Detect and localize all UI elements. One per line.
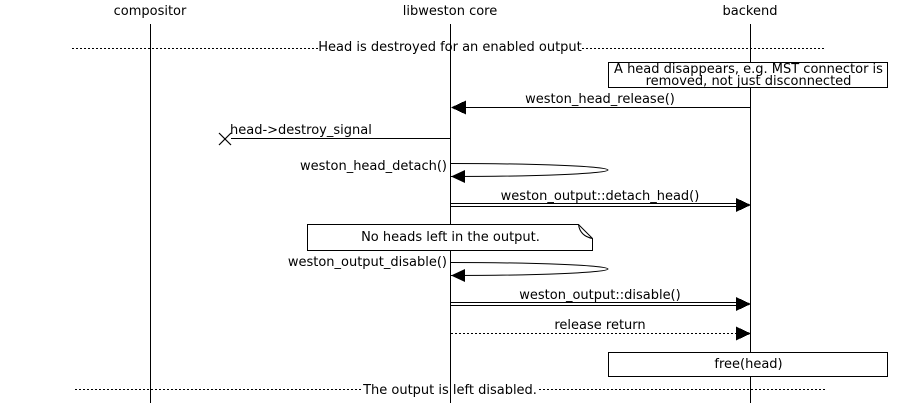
arrowhead-right	[736, 198, 751, 212]
participant-backend: backend	[722, 4, 778, 19]
note-no-heads-left	[307, 224, 593, 251]
divider-bottom-label: The output is left disabled.	[363, 383, 537, 398]
lost-x-icon	[218, 132, 232, 146]
message-label-weston-output-detach-head: weston_output::detach_head()	[500, 189, 700, 204]
arrowhead-right	[736, 297, 751, 311]
arrow-weston-head-release	[451, 100, 750, 115]
arrowhead-right	[736, 326, 751, 341]
message-label-weston-head-detach: weston_head_detach()	[300, 159, 447, 174]
divider-lines	[72, 48, 826, 390]
arrow-weston-output-disable	[451, 297, 751, 311]
arrowhead-left	[451, 269, 465, 282]
note-line: No heads left in the output.	[361, 229, 540, 245]
arrow-release-return	[451, 326, 751, 341]
box-free-head	[608, 352, 888, 377]
note-text-head-disappears: A head disappears, e.g. MST connector is…	[608, 62, 889, 89]
message-label-release-return: release return	[554, 318, 646, 333]
arrow-weston-output-detach-head	[451, 198, 751, 212]
message-label-weston-output-disable-vfunc: weston_output::disable()	[519, 288, 681, 303]
arrow-head-destroy-signal	[218, 132, 450, 146]
message-label-head-destroy-signal: head->destroy_signal	[230, 123, 372, 138]
arrow-weston-head-detach-self	[450, 163, 609, 183]
box-text-free-head: free(head)	[608, 352, 889, 377]
note-line: free(head)	[714, 356, 783, 372]
message-label-weston-head-release: weston_head_release()	[525, 92, 675, 107]
note-text-no-heads-left: No heads left in the output.	[307, 224, 594, 251]
arrowhead-left	[451, 170, 465, 183]
participant-libweston-core: libweston core	[402, 4, 498, 19]
note-line: A head disappears, e.g. MST connector is	[614, 61, 883, 77]
note-fold-icon	[578, 224, 593, 239]
message-label-weston-output-disable-call: weston_output_disable()	[287, 255, 447, 270]
arrow-weston-output-disable-self	[450, 262, 609, 282]
arrowhead-left	[451, 100, 466, 115]
note-box-head-disappears	[608, 62, 888, 88]
participant-compositor: compositor	[113, 4, 187, 19]
divider-top-label: Head is destroyed for an enabled output	[318, 40, 582, 55]
note-line: removed, not just disconnected	[645, 73, 852, 89]
